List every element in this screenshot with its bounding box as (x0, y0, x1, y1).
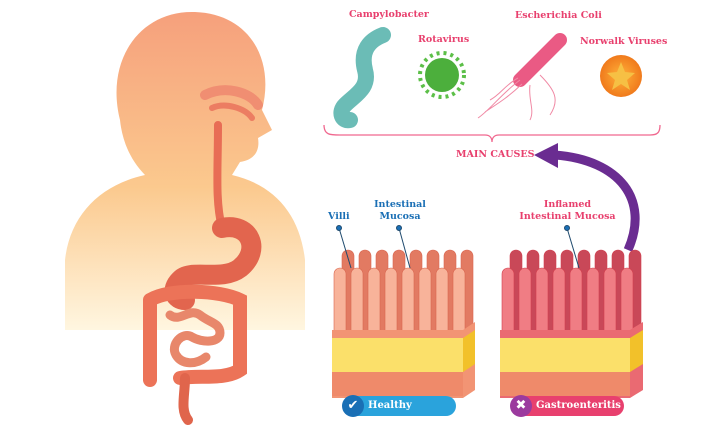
healthy-intestine-block (332, 249, 475, 398)
villus (452, 267, 466, 333)
villi-label: Villi (328, 211, 350, 222)
intestinal-mucosa-line-2: Mucosa (379, 211, 421, 222)
villus (435, 267, 449, 333)
villus (620, 267, 634, 333)
intestinal-mucosa-line-1: Intestinal (374, 199, 426, 210)
villus (535, 267, 549, 333)
main-causes-title: MAIN CAUSES (456, 149, 535, 160)
villus (586, 267, 600, 333)
escherichia-coli-label: Escherichia Coli (515, 10, 602, 21)
inflamed-mucosa-line-2: Intestinal Mucosa (519, 211, 616, 222)
inflamed-mucosa-label: Inflamed Intestinal Mucosa (515, 199, 620, 223)
villus (552, 267, 566, 333)
campylobacter-label: Campylobacter (349, 9, 429, 20)
villus (569, 267, 583, 333)
digestive-system (143, 85, 263, 425)
villus (367, 267, 381, 333)
check-icon: ✔ (342, 395, 364, 417)
rotavirus-illustration (418, 51, 466, 99)
norwalk-viruses-label: Norwalk Viruses (580, 36, 668, 47)
villus (418, 267, 432, 333)
villus (518, 267, 532, 333)
healthy-intestine-label: Healthy Intestine (368, 400, 419, 430)
campylobacter-illustration (333, 27, 391, 129)
gastroenteritis-label: Gastroenteritis (536, 400, 621, 411)
inflamed-mucosa-line-1: Inflamed (543, 199, 592, 210)
norwalk-virus-illustration (600, 55, 642, 97)
intestinal-mucosa-label: Intestinal Mucosa (370, 199, 430, 223)
villus (384, 267, 398, 333)
inflamed-intestine-block (500, 249, 643, 398)
healthy-intestine-badge: ✔ Healthy Intestine (342, 395, 456, 430)
villus (401, 267, 415, 333)
villus (501, 267, 515, 333)
escherichia-coli-illustration (477, 33, 567, 121)
rotavirus-label: Rotavirus (418, 34, 470, 45)
causes-brace (323, 124, 661, 143)
arrow-icon (534, 143, 640, 252)
villus (603, 267, 617, 333)
gastroenteritis-badge: ✖ Gastroenteritis (510, 395, 624, 417)
label-pointers (336, 225, 580, 269)
cross-icon: ✖ (510, 395, 532, 417)
villus (350, 267, 364, 333)
villus (333, 267, 347, 333)
